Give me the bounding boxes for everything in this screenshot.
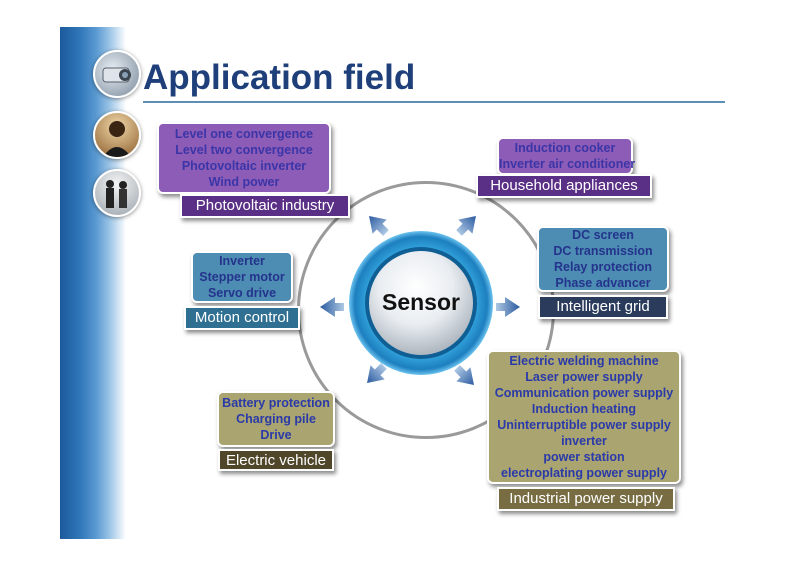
- industrial-item: Laser power supply: [525, 370, 643, 384]
- household-items-box: Induction cooker Inverter air conditione…: [497, 137, 636, 175]
- sensor-label: Sensor: [382, 289, 460, 315]
- arrow-vehicle: [367, 363, 387, 383]
- industrial-item: Communication power supply: [494, 386, 674, 400]
- arrow-household: [456, 216, 476, 236]
- vehicle-item: Charging pile: [236, 412, 316, 426]
- arrow-photovoltaic: [369, 216, 389, 236]
- photovoltaic-items-box: Level one convergence Level two converge…: [157, 122, 331, 194]
- photovoltaic-item: Photovoltaic inverter: [181, 159, 307, 173]
- grid-label: Intelligent grid: [538, 295, 668, 319]
- photovoltaic-label: Photovoltaic industry: [180, 194, 350, 218]
- industrial-item: Uninterruptible power supply: [497, 418, 671, 432]
- arrow-industrial: [454, 365, 474, 385]
- title-underline: [143, 101, 725, 103]
- grid-item: DC transmission: [553, 244, 653, 258]
- photovoltaic-item: Level one convergence: [174, 127, 314, 141]
- motion-items-box: Inverter Stepper motor Servo drive: [191, 251, 293, 303]
- industrial-item: power station: [543, 450, 625, 464]
- industrial-item: inverter: [561, 434, 607, 448]
- household-item: Induction cooker: [514, 141, 616, 155]
- vehicle-item: Battery protection: [222, 396, 330, 410]
- motion-label: Motion control: [184, 306, 300, 330]
- household-item: Inverter air conditioner: [499, 157, 636, 171]
- camera-photo: [93, 50, 141, 98]
- arrow-motion: [320, 297, 344, 317]
- industrial-label: Industrial power supply: [497, 487, 675, 511]
- vehicle-items-box: Battery protection Charging pile Drive: [217, 391, 335, 447]
- businessmen-photo: [93, 169, 141, 217]
- industrial-item: Induction heating: [531, 402, 637, 416]
- vehicle-item: Drive: [260, 428, 292, 442]
- photovoltaic-item: Wind power: [208, 175, 280, 189]
- vehicle-label: Electric vehicle: [218, 449, 334, 471]
- industrial-items-box: Electric welding machine Laser power sup…: [487, 350, 681, 484]
- photovoltaic-item: Level two convergence: [175, 143, 313, 157]
- grid-item: Phase advancer: [555, 276, 651, 290]
- motion-item: Servo drive: [207, 286, 277, 300]
- motion-item: Stepper motor: [199, 270, 285, 284]
- motion-item: Inverter: [219, 254, 265, 268]
- industrial-item: Electric welding machine: [509, 354, 659, 368]
- businesswoman-photo: [93, 111, 141, 159]
- arrow-grid: [496, 297, 520, 317]
- page-title: Application field: [143, 58, 416, 97]
- grid-item: DC screen: [572, 228, 634, 242]
- household-label: Household appliances: [476, 174, 652, 198]
- industrial-item: electroplating power supply: [501, 466, 667, 480]
- grid-item: Relay protection: [554, 260, 652, 274]
- grid-items-box: DC screen DC transmission Relay protecti…: [537, 226, 669, 292]
- sensor-inner-disc: [369, 251, 473, 355]
